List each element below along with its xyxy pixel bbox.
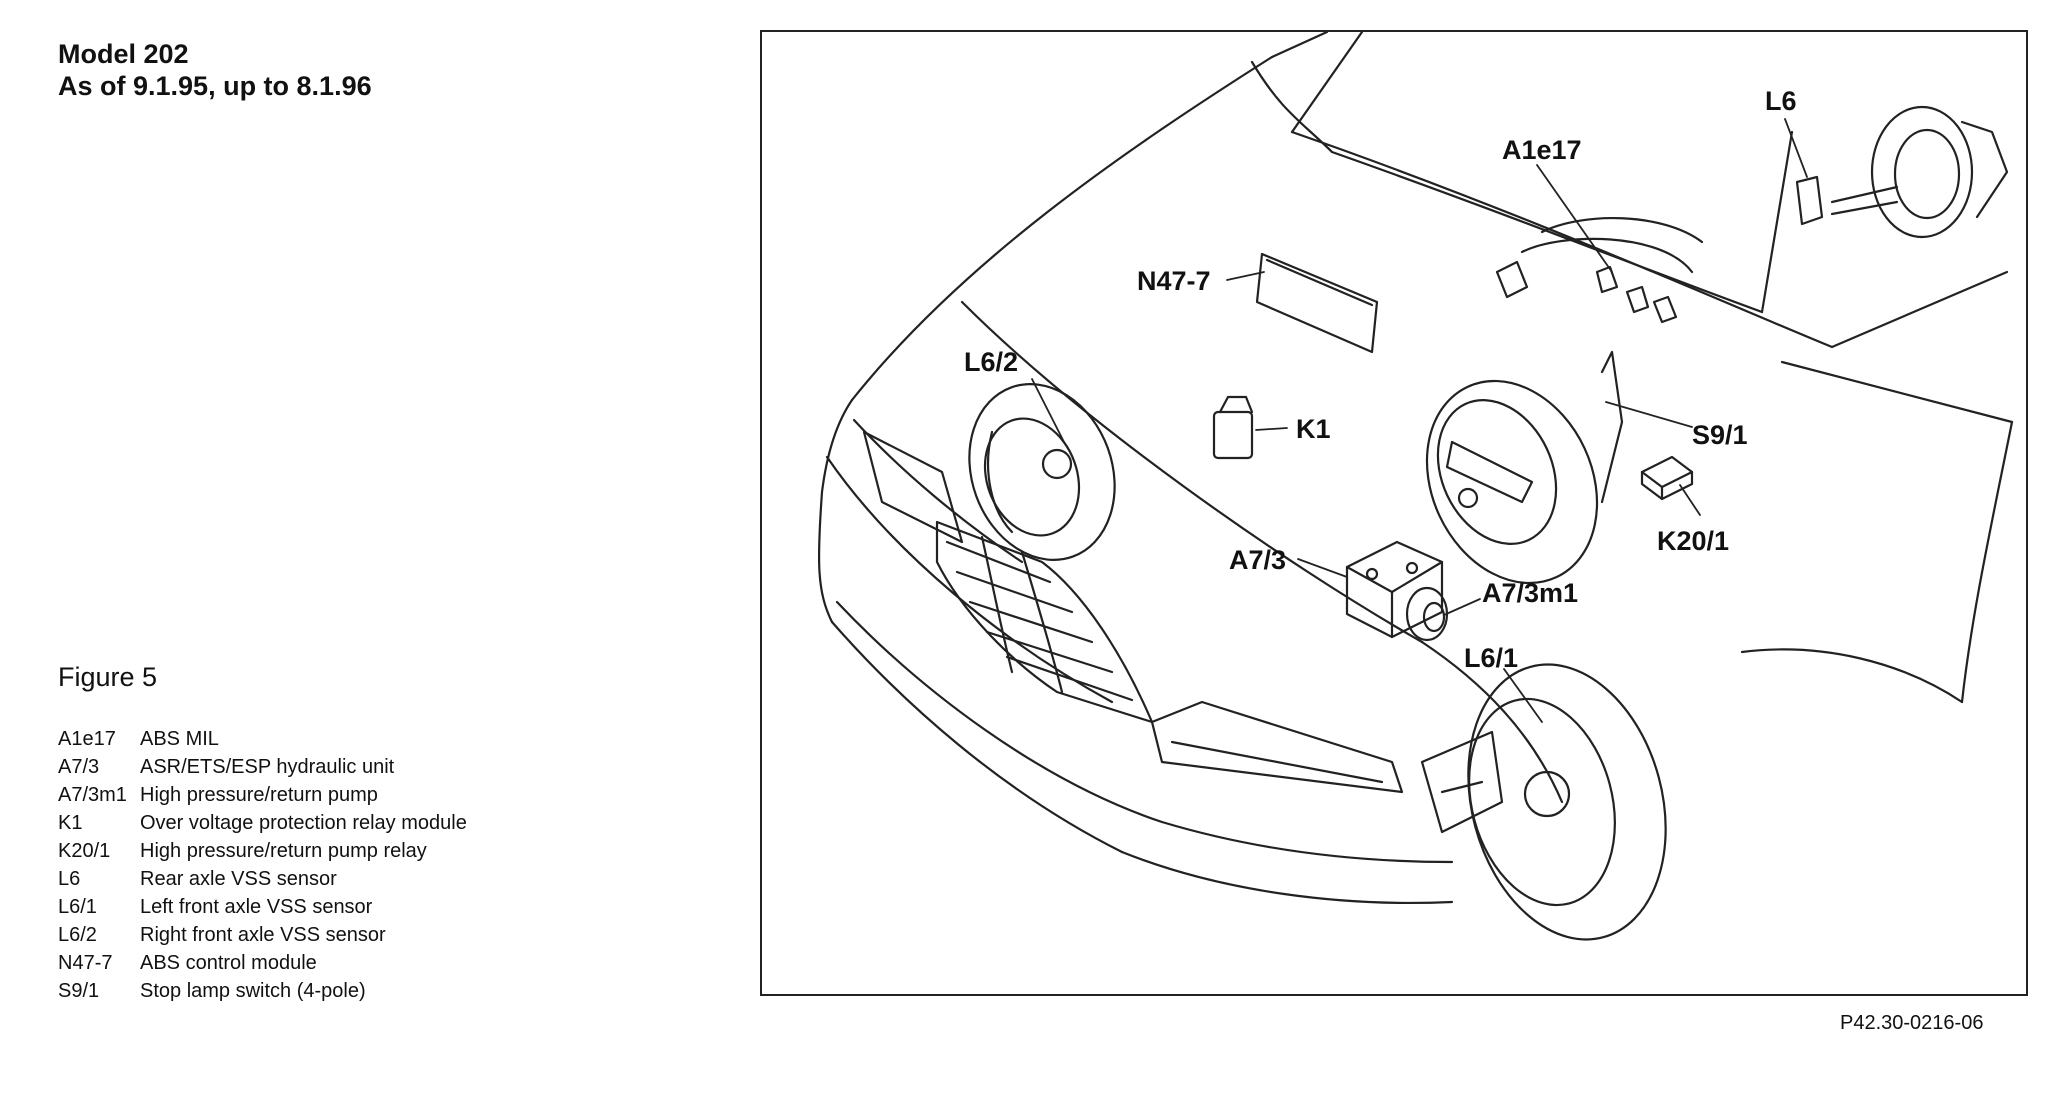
- component-legend: A1e17 ABS MIL A7/3 ASR/ETS/ESP hydraulic u…: [58, 725, 467, 1005]
- pump-relay: [1640, 455, 1694, 501]
- vehicle-diagram: L6 A1e17 N47-7 L6/2 K1 S9/1 K20/1 A7/3 A…: [817, 32, 2014, 941]
- legend-description: Right front axle VSS sensor: [140, 924, 386, 946]
- callout-k1: K1: [1296, 414, 1331, 444]
- callout-l6: L6: [1765, 86, 1797, 116]
- callout-a7-3m1: A7/3m1: [1482, 578, 1578, 608]
- document-header: Model 202 As of 9.1.95, up to 8.1.96: [58, 38, 372, 102]
- diagram-frame: L6 A1e17 N47-7 L6/2 K1 S9/1 K20/1 A7/3 A…: [760, 30, 2028, 996]
- legend-description: ABS control module: [140, 952, 317, 974]
- legend-code: L6/2: [58, 924, 97, 946]
- rear-axle-sensor: [1795, 105, 2009, 239]
- legend-item: A7/3 ASR/ETS/ESP hydraulic unit: [58, 753, 467, 781]
- legend-item: S9/1 Stop lamp switch (4-pole): [58, 977, 467, 1005]
- abs-control-module: [1255, 252, 1379, 354]
- legend-item: L6/1 Left front axle VSS sensor: [58, 893, 467, 921]
- legend-description: Stop lamp switch (4-pole): [140, 980, 366, 1002]
- legend-item: A1e17 ABS MIL: [58, 725, 467, 753]
- overvoltage-relay: [1212, 395, 1254, 460]
- front-grille: [935, 520, 1154, 724]
- legend-item: N47-7 ABS control module: [58, 949, 467, 977]
- legend-code: S9/1: [58, 980, 100, 1002]
- callout-l6-2: L6/2: [964, 347, 1018, 377]
- legend-item: L6 Rear axle VSS sensor: [58, 865, 467, 893]
- right-front-wheel: [1420, 663, 1667, 941]
- callout-k20-1: K20/1: [1657, 526, 1729, 556]
- legend-code: L6/1: [58, 896, 97, 918]
- legend-item: A7/3m1 High pressure/return pump: [58, 781, 467, 809]
- legend-description: Left front axle VSS sensor: [140, 896, 373, 918]
- legend-description: High pressure/return pump: [140, 784, 378, 806]
- legend-description: ABS MIL: [140, 728, 219, 750]
- figure-reference: P42.30-0216-06: [1840, 1012, 1984, 1034]
- legend-code: N47-7: [58, 952, 113, 974]
- figure-title: Figure 5: [58, 662, 158, 692]
- validity-dates: As of 9.1.95, up to 8.1.96: [58, 71, 372, 101]
- legend-code: K20/1: [58, 840, 111, 862]
- model-title: Model 202: [58, 39, 189, 69]
- hydraulic-unit: [1345, 540, 1449, 642]
- legend-description: Rear axle VSS sensor: [140, 868, 337, 890]
- callout-s9-1: S9/1: [1692, 420, 1748, 450]
- callout-l6-1: L6/1: [1464, 643, 1518, 673]
- legend-code: K1: [58, 812, 83, 834]
- callout-a7-3: A7/3: [1229, 545, 1286, 575]
- legend-item: K1 Over voltage protection relay module: [58, 809, 467, 837]
- callout-labels: L6 A1e17 N47-7 L6/2 K1 S9/1 K20/1 A7/3 A…: [964, 86, 1797, 673]
- legend-description: High pressure/return pump relay: [140, 840, 427, 862]
- callout-leaders: [1031, 118, 1808, 723]
- instrument-cluster: [1495, 216, 1704, 324]
- car-body: [817, 32, 2014, 905]
- legend-code: A1e17: [58, 728, 116, 750]
- callout-n47-7: N47-7: [1137, 266, 1211, 296]
- legend-description: Over voltage protection relay module: [140, 812, 467, 834]
- callout-a1e17: A1e17: [1502, 135, 1582, 165]
- legend-item: L6/2 Right front axle VSS sensor: [58, 921, 467, 949]
- brake-booster: [1425, 350, 1624, 585]
- legend-code: A7/3m1: [58, 784, 127, 806]
- left-front-wheel: [968, 383, 1116, 561]
- legend-description: ASR/ETS/ESP hydraulic unit: [140, 756, 395, 778]
- legend-code: L6: [58, 868, 81, 890]
- right-headlight: [1150, 700, 1404, 794]
- legend-code: A7/3: [58, 756, 100, 778]
- legend-item: K20/1 High pressure/return pump relay: [58, 837, 467, 865]
